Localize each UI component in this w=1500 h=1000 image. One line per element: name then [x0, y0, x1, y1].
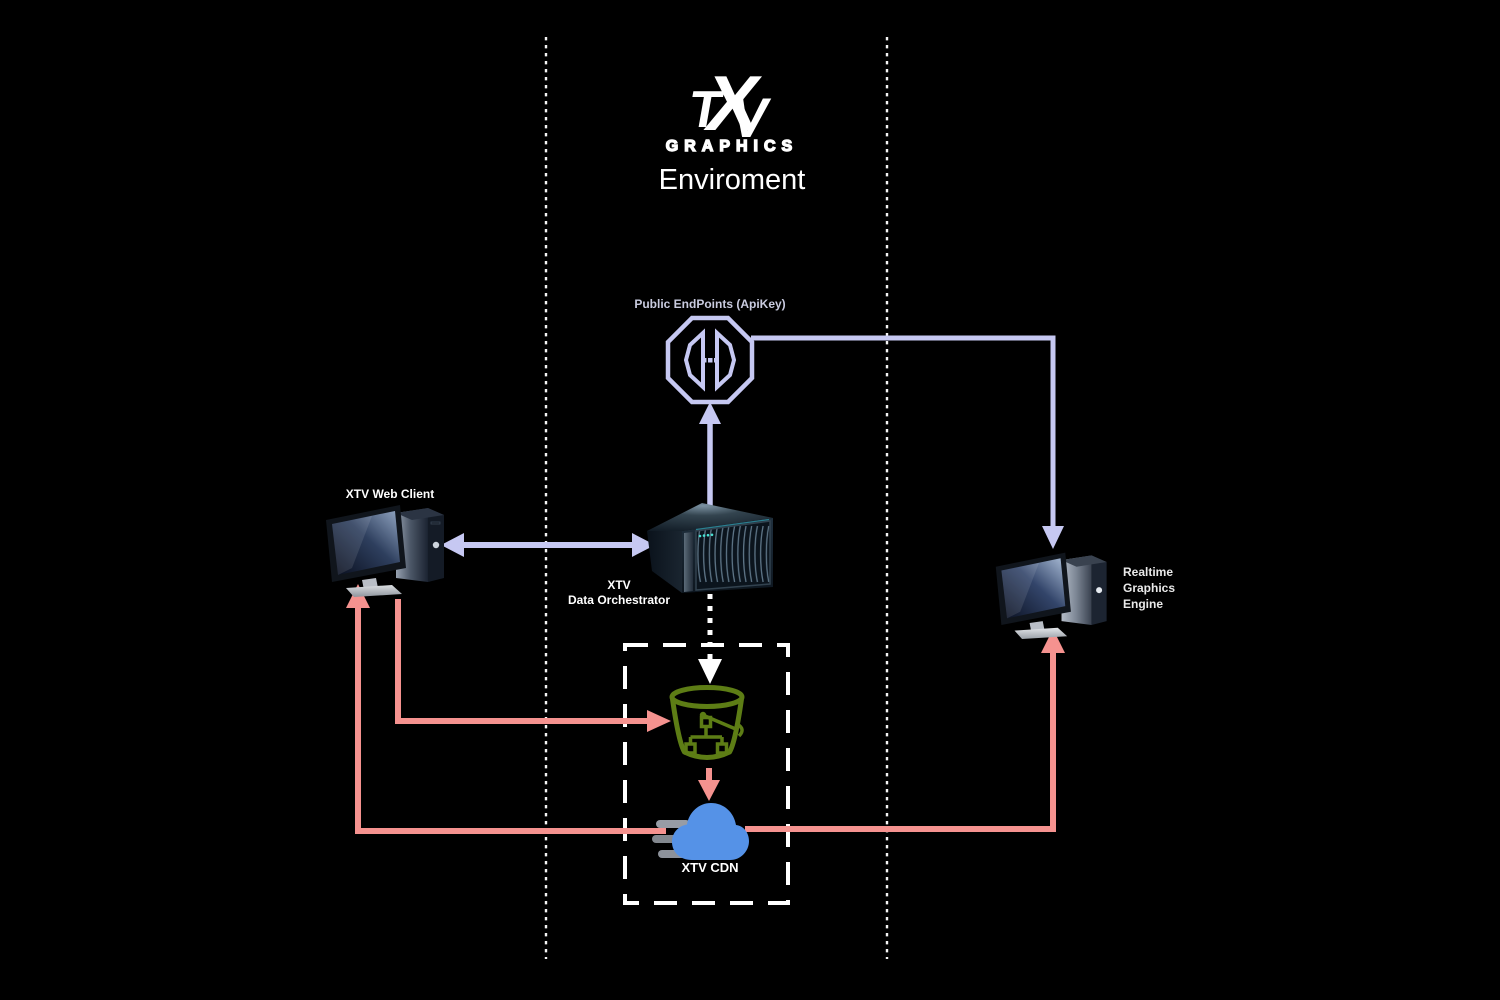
realtime-engine-label: Realtime Graphics Engine — [1123, 564, 1175, 612]
arrow-bucket-cloud — [698, 768, 720, 801]
arrow-gateway-engine — [751, 335, 1064, 549]
realtime-engine-label-line3: Engine — [1123, 597, 1164, 611]
orchestrator-label-line2: Data Orchestrator — [567, 593, 671, 607]
brand-logo: T X V GRAPHICS Enviroment — [582, 56, 882, 197]
cdn-cloud-icon — [652, 803, 749, 860]
realtime-engine-label-line2: Graphics — [1123, 581, 1176, 595]
orchestrator-icon — [647, 503, 773, 593]
realtime-engine-icon — [995, 552, 1107, 640]
arrow-orchestrator-gateway — [699, 402, 721, 507]
cdn-label: XTV CDN — [681, 860, 739, 875]
cdn-boundary-box — [623, 643, 790, 905]
storage-bucket-icon — [669, 685, 745, 760]
web-client-label: XTV Web Client — [345, 487, 435, 501]
logo-subtitle: GRAPHICS — [665, 137, 799, 155]
orchestrator-label-line1: XTV — [607, 578, 631, 592]
arrow-cloud-client — [346, 584, 666, 834]
api-gateway-icon — [665, 315, 755, 405]
realtime-engine-label-line1: Realtime — [1123, 565, 1174, 579]
arrow-cloud-engine — [745, 629, 1065, 832]
arrow-client-bucket — [395, 599, 671, 732]
logo-txv-wordmark: T X V — [575, 56, 889, 149]
orchestrator-label: XTV Data Orchestrator — [549, 578, 689, 608]
logo-tagline: Enviroment — [658, 164, 806, 196]
web-client-icon — [326, 505, 444, 597]
arrow-client-orchestrator — [441, 533, 655, 557]
api-gateway-label: Public EndPoints (ApiKey) — [634, 297, 786, 311]
arrow-orchestrator-bucket — [698, 594, 722, 684]
